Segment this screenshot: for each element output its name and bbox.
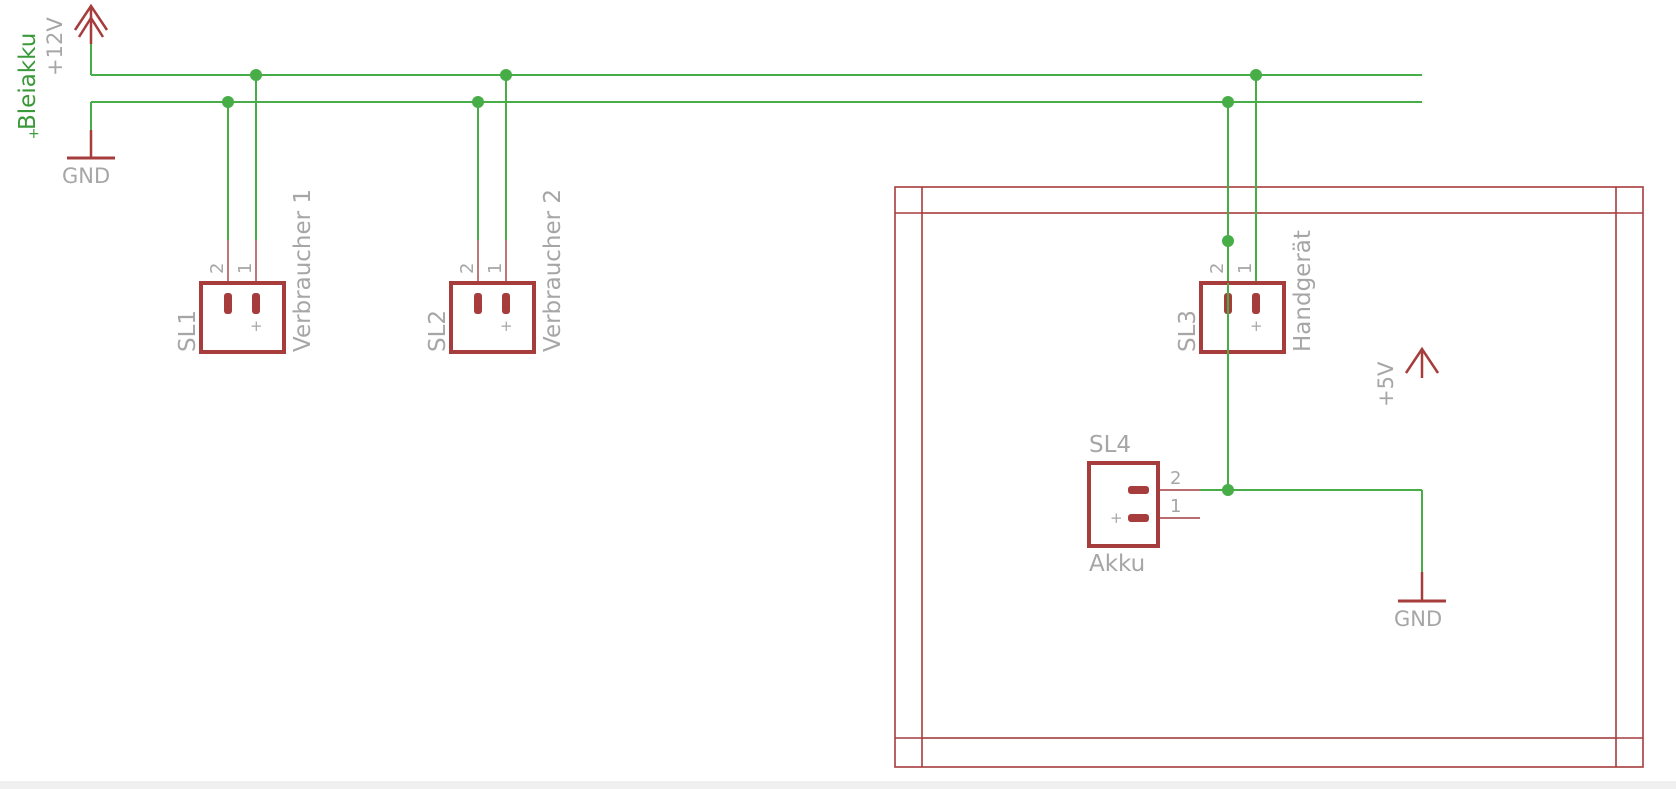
supply-12v-label: +12V <box>43 17 67 76</box>
junction-dot <box>1222 235 1234 247</box>
sl4-pin2-label: 2 <box>1170 468 1181 489</box>
sheet-frame <box>894 186 1644 768</box>
sl1-value-label: Verbraucher 1 <box>290 189 316 352</box>
sl2-plus-mark: + <box>500 317 513 335</box>
gnd-label-top: GND <box>62 164 110 188</box>
sl2-pin2-label: 2 <box>457 263 478 274</box>
bottom-strip <box>0 781 1676 789</box>
gnd-symbol-right: GND <box>1394 572 1446 631</box>
junction-dot <box>472 96 484 108</box>
sl4-value-label: Akku <box>1089 551 1145 577</box>
sl3-plus-mark: + <box>1250 317 1263 335</box>
gnd-symbol-top: GND <box>62 130 115 188</box>
battery-plus-mark: + <box>28 126 40 142</box>
supply-5v-symbol: +5V <box>1374 346 1440 407</box>
bus-wires <box>90 44 1422 130</box>
supply-12v-symbol: +12V Bleiakku + <box>15 3 109 142</box>
sl4-plus-mark: + <box>1110 509 1123 527</box>
battery-label: Bleiakku <box>15 33 41 130</box>
sl1-pin1-label: 1 <box>235 263 256 274</box>
connector-sl2[interactable]: + 2 1 SL2 Verbraucher 2 <box>425 75 566 354</box>
junction-dot <box>500 69 512 81</box>
sl4-pin1-label: 1 <box>1170 496 1181 517</box>
sl3-value-label: Handgerät <box>1290 230 1316 352</box>
sl3-ref-label: SL3 <box>1175 310 1201 352</box>
junctions <box>222 69 1262 496</box>
connector-sl3[interactable]: + 2 1 SL3 Handgerät <box>1175 75 1316 354</box>
sl1-ref-label: SL1 <box>175 310 201 352</box>
sl3-to-sl4-net[interactable] <box>1200 283 1423 572</box>
gnd-label-right: GND <box>1394 607 1442 631</box>
sl3-pin2-label: 2 <box>1207 263 1228 274</box>
junction-dot <box>1222 96 1234 108</box>
sl1-pin2-label: 2 <box>207 263 228 274</box>
connector-sl1[interactable]: + 2 1 SL1 Verbraucher 1 <box>175 75 316 354</box>
junction-dot <box>1250 69 1262 81</box>
sl2-value-label: Verbraucher 2 <box>540 189 566 352</box>
supply-5v-label: +5V <box>1374 361 1398 407</box>
sl3-pin1-label: 1 <box>1235 263 1256 274</box>
junction-dot <box>222 96 234 108</box>
sl2-pin1-label: 1 <box>485 263 506 274</box>
sl2-ref-label: SL2 <box>425 310 451 352</box>
sl4-ref-label: SL4 <box>1089 432 1131 458</box>
connector-sl4[interactable]: + 2 1 SL4 Akku <box>1087 432 1200 577</box>
junction-dot <box>1222 484 1234 496</box>
sl1-plus-mark: + <box>250 317 263 335</box>
junction-dot <box>250 69 262 81</box>
